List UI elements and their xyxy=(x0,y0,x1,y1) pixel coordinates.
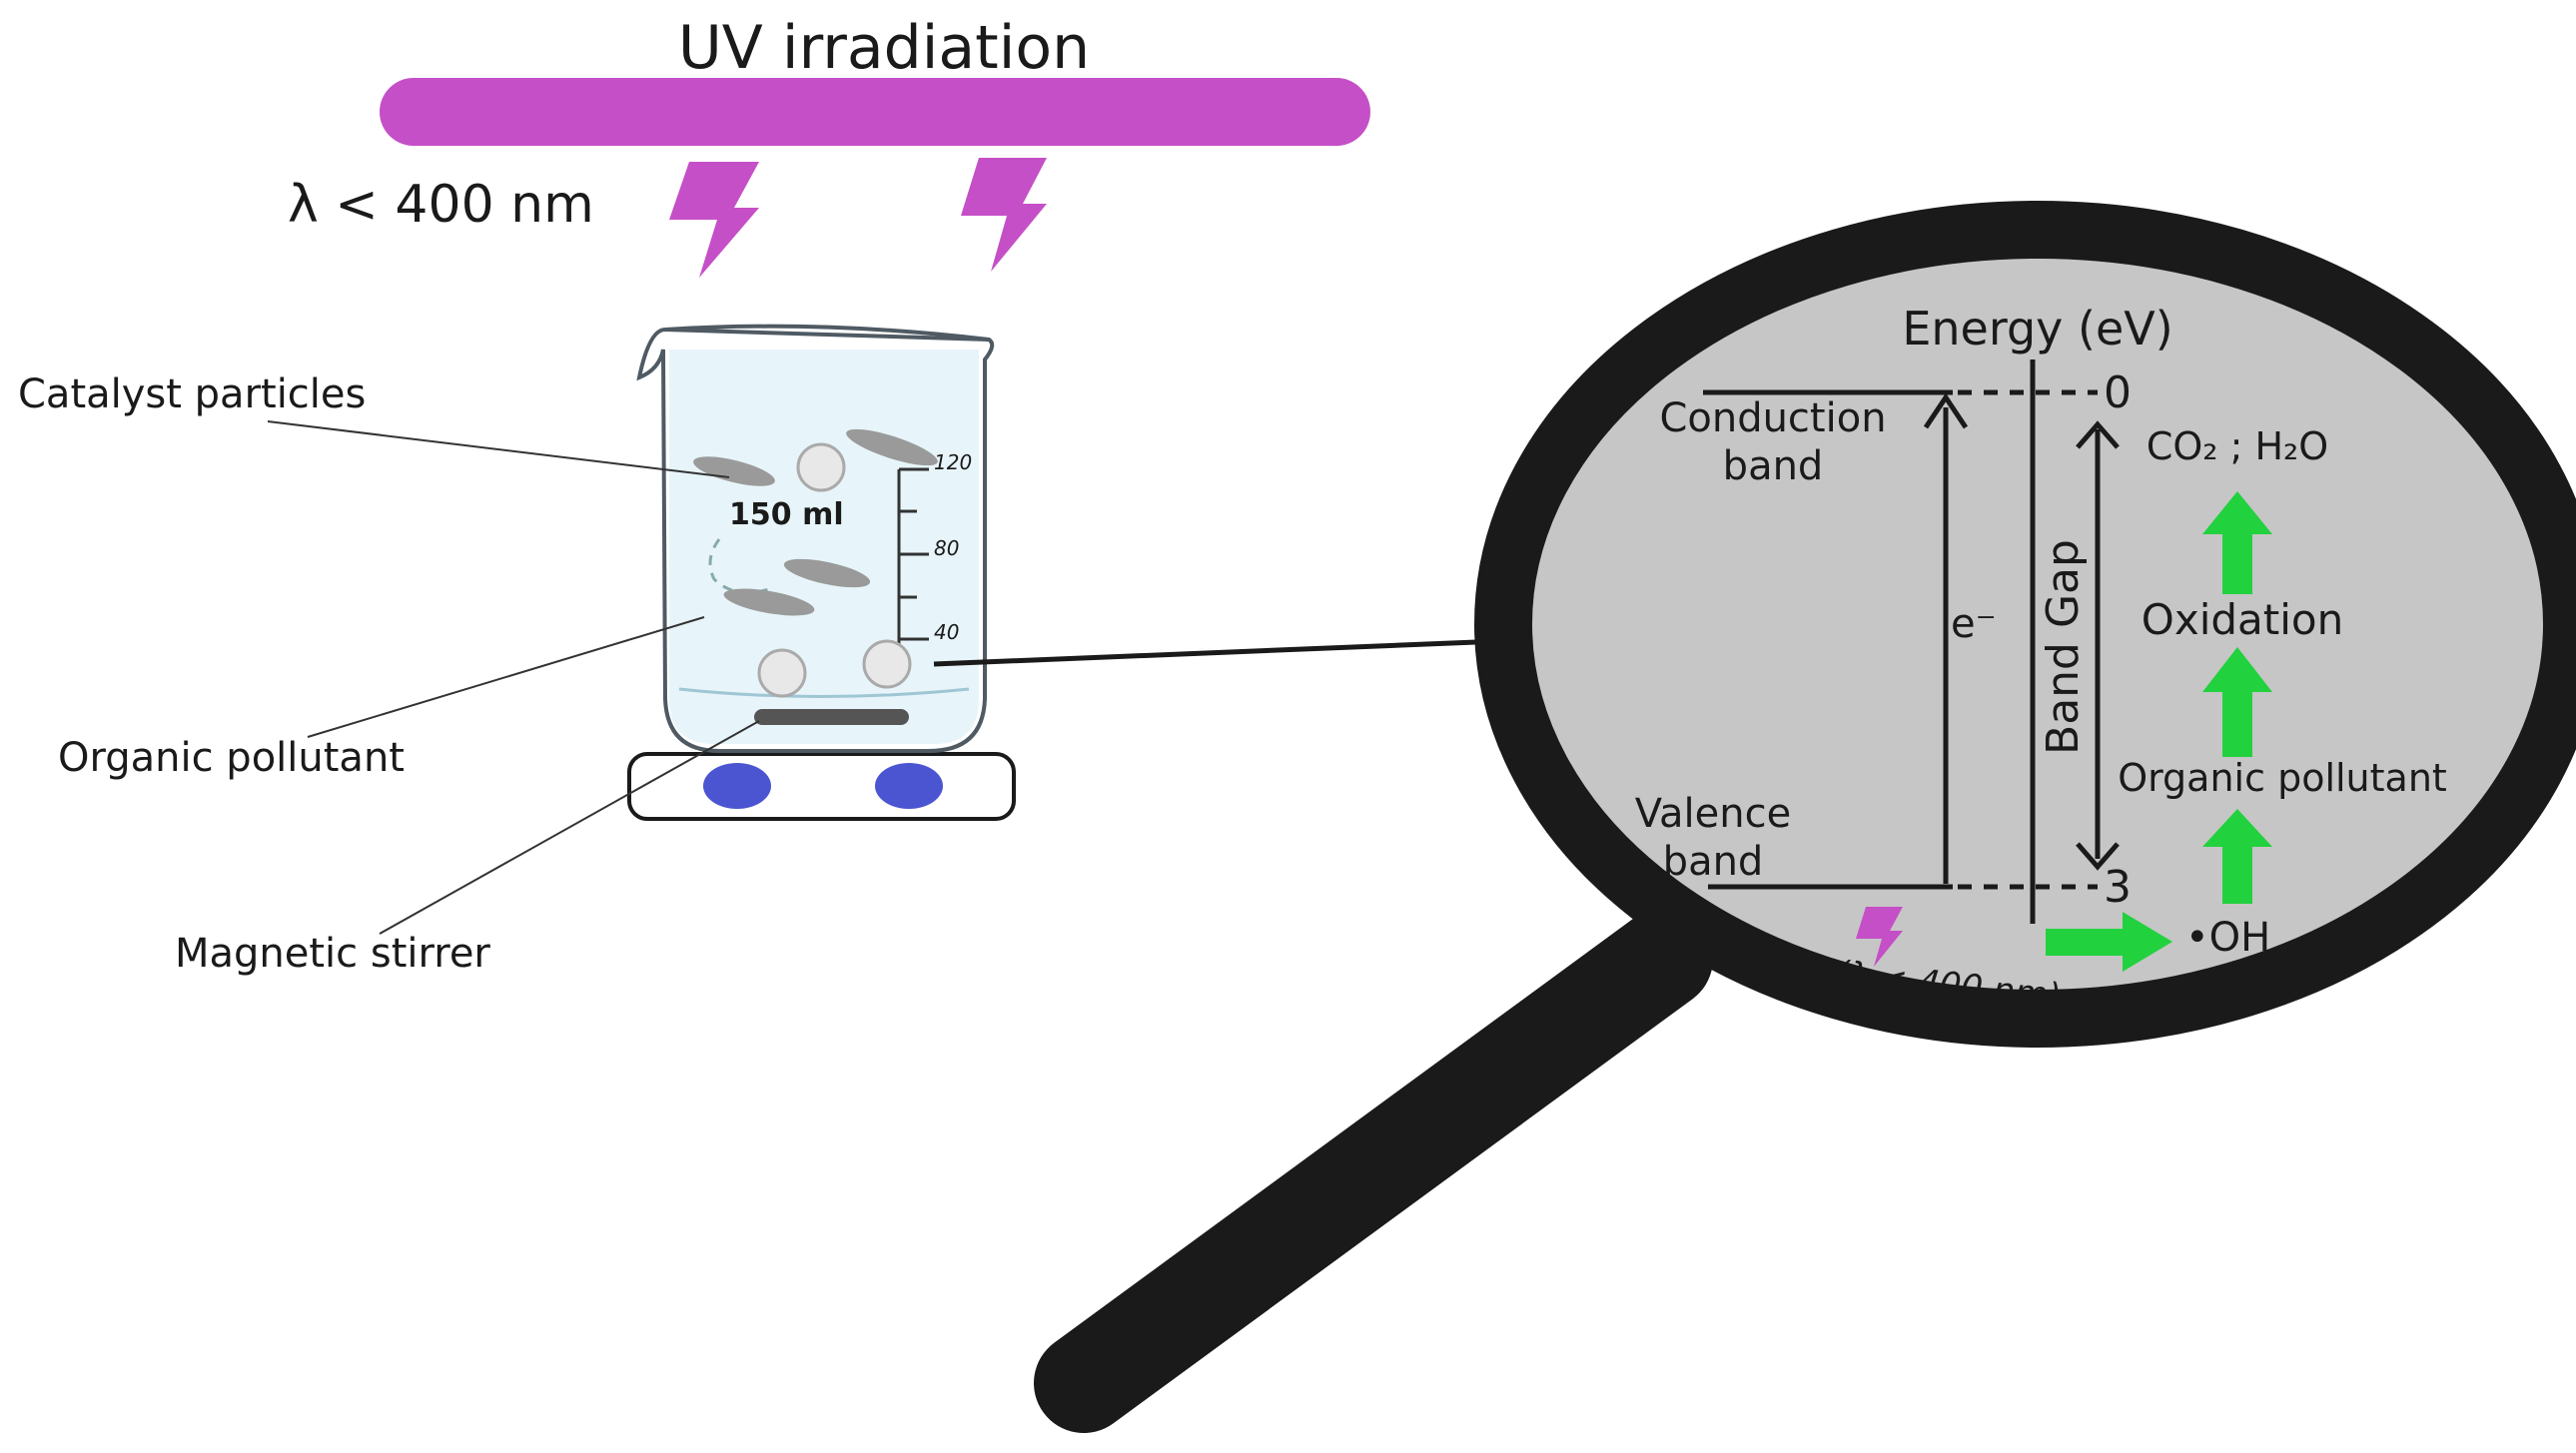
products-label: CO₂ ; H₂O xyxy=(2147,424,2328,468)
level-three: 3 xyxy=(2104,862,2132,913)
wavelength-label: λ < 400 nm xyxy=(288,175,594,235)
catalyst-sphere xyxy=(862,639,912,689)
green-arrow-right xyxy=(2046,912,2172,972)
green-arrow-up xyxy=(2202,647,2272,757)
electron-label: e⁻ xyxy=(1951,601,1997,647)
conduction-band-label: Conduction xyxy=(1659,395,1886,441)
catalyst-label: Catalyst particles xyxy=(18,371,366,417)
magnifier-handle xyxy=(1034,909,1713,1433)
stirrer-knob xyxy=(703,763,771,809)
catalyst-particle xyxy=(783,558,871,588)
oxidation-label: Oxidation xyxy=(2142,595,2343,644)
uv-lamp xyxy=(380,78,1370,146)
stirrer-knob xyxy=(875,763,943,809)
scale-mark: 80 xyxy=(934,536,959,560)
valence-band-label: Valence xyxy=(1635,791,1791,837)
energy-axis-label: Energy (eV) xyxy=(1902,302,2172,356)
scale-mark: 40 xyxy=(934,620,959,644)
pollutant-band-label: Organic pollutant xyxy=(2118,756,2447,800)
beaker-volume-label: 150 ml xyxy=(729,497,844,532)
leader-line xyxy=(307,616,705,738)
catalyst-sphere xyxy=(757,648,807,698)
leader-line xyxy=(379,720,760,935)
scale-mark: 120 xyxy=(934,450,972,474)
lightning-bolt-icon xyxy=(961,158,1047,272)
catalyst-particle xyxy=(723,588,815,616)
stirrer-base xyxy=(627,752,1016,821)
radical-label: •OH xyxy=(2185,915,2270,961)
stirrer-label: Magnetic stirrer xyxy=(175,931,490,977)
catalyst-particle xyxy=(846,428,938,466)
band-gap-label: Band Gap xyxy=(2038,539,2089,755)
catalyst-sphere xyxy=(796,442,846,492)
lightning-bolt-icon xyxy=(669,162,759,278)
band-gap-arrowhead xyxy=(2076,842,2120,871)
pollutant-label: Organic pollutant xyxy=(58,735,405,781)
catalyst-particle xyxy=(693,456,775,486)
magnifier-lens xyxy=(1474,201,2576,1048)
band-gap-arrowhead xyxy=(2076,420,2120,449)
leader-line xyxy=(267,420,730,478)
valence-band-label: band xyxy=(1663,839,1764,885)
lightning-bolt-icon xyxy=(1856,907,1903,967)
green-arrow-up xyxy=(2202,491,2272,594)
uv-title: UV irradiation xyxy=(678,13,1090,83)
excitation-arrowhead xyxy=(1923,392,1969,429)
connector-line xyxy=(933,639,1477,667)
stir-bar xyxy=(754,709,909,725)
level-zero: 0 xyxy=(2104,367,2132,418)
green-arrow-up xyxy=(2202,809,2272,904)
conduction-band-label: band xyxy=(1723,443,1824,489)
